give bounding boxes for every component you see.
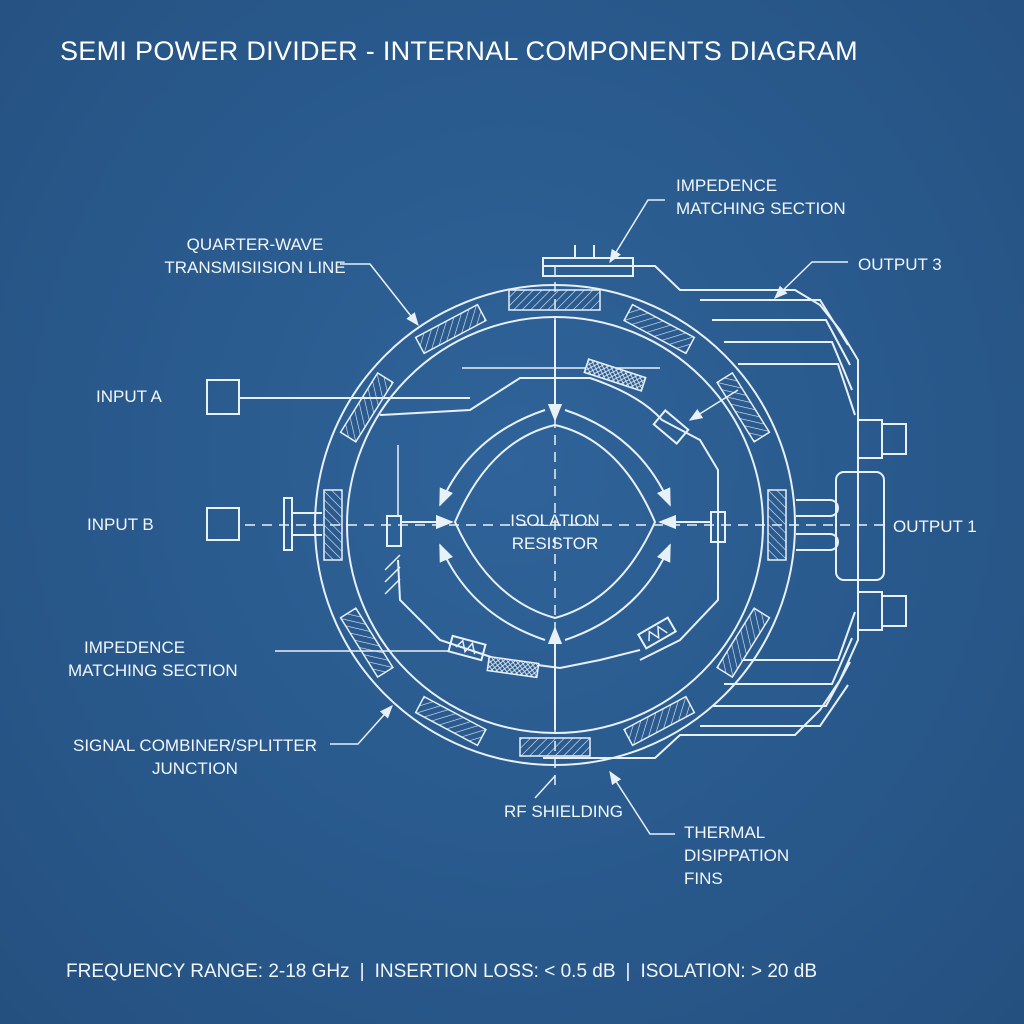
input-b-label: INPUT B (87, 515, 154, 534)
isolation-resistor-label: ISOLATION RESISTOR (495, 509, 615, 555)
quarter-wave-label-line2: TRANSMISIISION LINE (164, 258, 346, 277)
right-connector-top (857, 419, 883, 459)
thermal-line2: DISIPPATION (684, 846, 790, 865)
isolation-resistor-outline (453, 423, 657, 620)
right-connector-bottom (857, 591, 883, 631)
thermal-line3: FINS (684, 869, 723, 888)
thermal-fins (700, 299, 856, 727)
input-a-label: INPUT A (96, 387, 162, 406)
leader-lines (330, 199, 848, 835)
quarter-wave-label-line1: QUARTER-WAVE (186, 235, 324, 254)
isolation-resistor-line1: ISOLATION (510, 511, 600, 530)
main-body (245, 265, 890, 790)
spec-footer: FREQUENCY RANGE: 2-18 GHz | INSERTION LOSS… (66, 961, 817, 983)
signal-combiner-label: SIGNAL COMBINER/SPLITTER JUNCTION (60, 734, 330, 780)
output-3-label: OUTPUT 3 (858, 255, 942, 274)
impedance-left-line1: IMPEDENCE (84, 638, 186, 657)
input-a-port (206, 379, 240, 415)
impedance-top-line1: IMPEDENCE (676, 176, 778, 195)
input-b-port (206, 507, 240, 541)
input-ports (206, 379, 470, 551)
signal-combiner-line2: JUNCTION (152, 759, 238, 778)
impedance-left-line2: MATCHING SECTION (68, 661, 238, 680)
diagram-title: SEMI POWER DIVIDER - INTERNAL COMPONENTS… (60, 36, 858, 66)
impedance-matching-left-label: IMPEDENCE MATCHING SECTION (68, 636, 238, 682)
housing (542, 245, 907, 759)
signal-combiner-line1: SIGNAL COMBINER/SPLITTER (72, 736, 318, 755)
spec-separator: | (625, 961, 631, 982)
spec-separator: | (359, 961, 365, 982)
output-1-port (835, 471, 885, 581)
frequency-range-spec: FREQUENCY RANGE: 2-18 GHz (66, 961, 350, 982)
thermal-fins-label: THERMAL DISIPPATION FINS (684, 821, 789, 890)
quarter-wave-label: QUARTER-WAVE TRANSMISIISION LINE (150, 233, 360, 279)
rf-shielding-segments (323, 289, 787, 757)
impedance-top-line2: MATCHING SECTION (676, 199, 846, 218)
output-1-label: OUTPUT 1 (893, 517, 977, 536)
thermal-line1: THERMAL (684, 823, 766, 842)
rf-shielding-label: RF SHIELDING (504, 802, 624, 821)
isolation-resistor-line2: RESISTOR (511, 534, 599, 553)
isolation-spec: ISOLATION: > 20 dB (640, 961, 818, 982)
impedance-matching-top-label: IMPEDENCE MATCHING SECTION (676, 174, 846, 220)
insertion-loss-spec: INSERTION LOSS: < 0.5 dB (374, 961, 616, 982)
